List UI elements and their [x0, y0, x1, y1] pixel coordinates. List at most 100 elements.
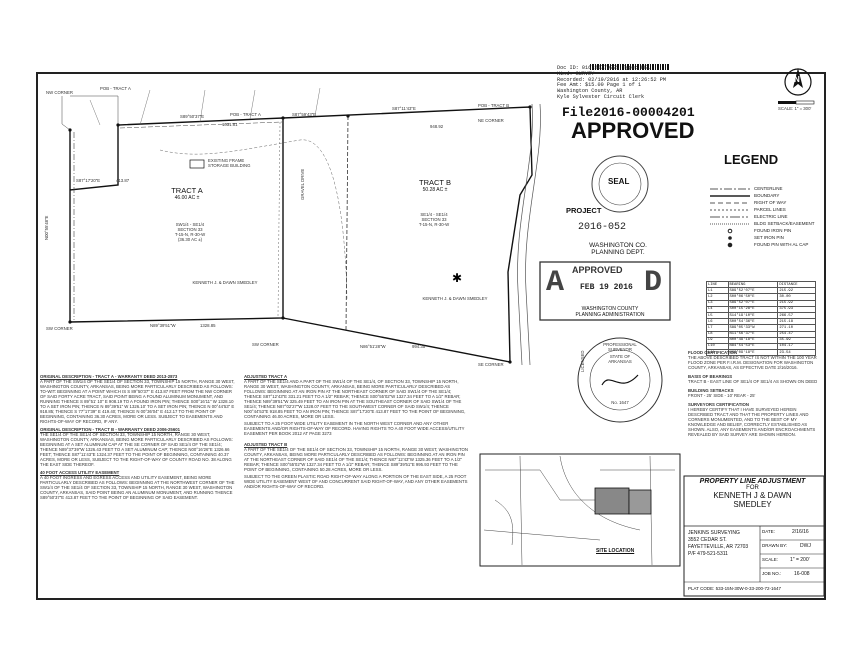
se-corner: SE CORNER	[478, 362, 504, 367]
project-number: 2016-052	[578, 222, 627, 233]
tract-a-sub1: SW1/4 - SE1/4	[175, 222, 205, 227]
legend-item-3: PARCEL LINES	[754, 207, 786, 212]
basis-title: BASIS OF BEARINGS	[688, 374, 733, 379]
orig-a-body: A PART OF THE SW1/4 OF THE SE1/4 OF SECT…	[40, 379, 235, 424]
tract-b-area: 50.28 AC ±	[422, 187, 448, 193]
site-location-map	[479, 453, 681, 567]
pob-tract-b: POB - TRACT B	[478, 103, 510, 108]
storage-building-note: EXISTING FRAME STORAGE BUILDING	[208, 158, 251, 168]
title-block-text: PROPERTY LINE ADJUSTMENT FOR KENNETH J &…	[685, 478, 820, 509]
title-line4: SMEDLEY	[733, 500, 772, 509]
tract-a-section: SW1/4 - SE1/4 SECTION 33 T-15-N, R-30-W …	[170, 222, 210, 242]
bearing-top-2: S87°59'43"E	[292, 112, 317, 117]
approved-date-a: A	[546, 266, 565, 300]
tract-a-sub4: (36.30 AC ±)	[177, 237, 203, 242]
title-line1: PROPERTY LINE ADJUSTMENT	[699, 478, 806, 485]
distance-top-3: 948.92	[430, 124, 444, 129]
city-seal-stamp	[591, 155, 649, 213]
approved-date-word: APPROVED	[572, 265, 623, 275]
approved-word-left: APPR	[572, 265, 598, 275]
title-line3: KENNETH J & DAWN	[713, 491, 792, 500]
title-line2: FOR	[746, 485, 759, 491]
title-block	[683, 475, 825, 597]
approved-stamp: APPROVED	[571, 118, 695, 143]
bearing-mid: S87°17'20"E	[76, 178, 101, 183]
tract-b-sub3: T-15-N, R-30-W	[418, 222, 450, 227]
legend-item-4: ELECTRIC LINE	[754, 214, 788, 219]
pob-tract-a-easement: POB - TRACT A	[100, 86, 131, 91]
easement-body: A 40 FOOT INGRESS AND EGRESS ACCESS AND …	[40, 475, 235, 500]
tract-b-section: SE1/4 - SE1/4 SECTION 33 T-15-N, R-30-W	[412, 212, 456, 227]
approved-date: FEB 19 2016	[580, 283, 633, 292]
distance-bottom-1: 1328.85	[200, 323, 216, 328]
bearing-left: N00°55'48"E	[44, 215, 49, 240]
flood-body: THE ABOVE DESCRIBED TRACT IS NOT WITHIN …	[688, 355, 817, 370]
distance-mid: 413.87	[116, 178, 130, 183]
approved-admin2: PLANNING ADMINISTRATION	[575, 312, 645, 318]
tract-b-label: TRACT B 50.28 AC ±	[400, 178, 470, 193]
tract-a-sub3: T-15-N, R-30-W	[174, 232, 206, 237]
adj-b-sub: SUBJECT TO THE GREEN PLASTIC ROAD RIGHT-…	[244, 474, 468, 489]
scale-label: SCALE: 1" = 300'	[778, 106, 812, 111]
legend-item-1: BOUNDARY	[754, 193, 780, 198]
tract-a-sub2: SECTION 33	[177, 227, 203, 232]
easement-title: 40 FOOT ACCESS UTILITY EASEMENT	[40, 470, 120, 475]
svg-text:✱: ✱	[452, 271, 462, 285]
seal-number: No. 1647	[611, 400, 629, 405]
scale-block-label: SCALE:	[762, 557, 779, 562]
adj-b-body: A PART OF THE SE1/4 OF THE SE1/4 OF SECT…	[244, 447, 468, 472]
distance-bottom-2: 994.35	[412, 344, 426, 349]
legend-item-2: RIGHT OF WAY	[754, 200, 787, 205]
seal-label: SEAL	[608, 177, 630, 186]
clerk: Kyle Sylvester Circuit Clerk	[557, 93, 645, 100]
storage-building	[189, 159, 205, 169]
ne-corner: NE CORNER	[478, 118, 504, 123]
company-phone: P/F 479-521-5311	[688, 551, 728, 557]
company-city: FAYETTEVILLE, AR 72703	[688, 544, 749, 550]
project-label: PROJECT	[566, 206, 602, 215]
recording-barcode	[590, 64, 670, 70]
legend-item-0: CENTERLINE	[754, 186, 783, 191]
tract-b-sub2: SECTION 33	[421, 217, 447, 222]
owner-block-a: KENNETH J. & DAWN SMEDLEY	[192, 280, 258, 285]
setback-title: BUILDING SETBACKS	[688, 388, 734, 393]
owner-block-b: KENNETH J. & DAWN SMEDLEY	[422, 296, 488, 301]
surveyor-seal	[577, 337, 663, 423]
bearing-top-3: S87°11'43"E	[392, 106, 416, 111]
doc-id: Doc ID: 016726770005 Type: REL	[557, 65, 651, 71]
legend-item-5: BLDG SETBACK/EASEMENT	[754, 221, 815, 226]
description-column-left: ORIGINAL DESCRIPTION - TRACT A - WARRANT…	[40, 374, 235, 500]
pob-tract-a: POB - TRACT A	[230, 112, 261, 117]
survey-title: SURVEYORS CERTIFICATION	[688, 402, 749, 407]
county: Washington County, AR	[557, 88, 623, 95]
adj-b-title: ADJUSTED TRACT B	[244, 442, 288, 447]
north-label: N	[794, 75, 800, 84]
basis-body: TRACT B - EAST LINE OF SE1/4 OF SE1/4 AS…	[688, 379, 818, 384]
legend-item-6: FOUND IRON PIN	[754, 228, 792, 233]
setback-body: FRONT - 25' SIDE - 10' REAR - 25'	[688, 393, 756, 398]
company-street: 3552 CEDAR ST.	[688, 537, 727, 543]
orig-a-title: ORIGINAL DESCRIPTION - TRACT A - WARRANT…	[40, 374, 178, 379]
job-label: JOB NO.:	[762, 571, 782, 576]
right-notes: FLOOD CERTIFICATION THE ABOVE DESCRIBED …	[688, 350, 818, 437]
planning-line1: WASHINGTON CO.	[589, 242, 647, 249]
description-column-middle: ADJUSTED TRACT A A PART OF THE SE1/4 AND…	[244, 374, 469, 489]
gravel-drive-note: GRAVEL DRIVE	[300, 168, 305, 200]
sw-corner: SW CORNER	[46, 326, 73, 331]
planning-dept-stamp: WASHINGTON CO. PLANNING DEPT.	[578, 242, 658, 256]
scale-block-value: 1" = 200'	[790, 557, 810, 563]
recorded: Recorded: 02/19/2016 at 12:26:52 PM	[557, 76, 666, 83]
bearing-bottom-2: N86°51'28"W	[360, 344, 386, 349]
legend-title: LEGEND	[724, 152, 779, 167]
file-number: File2016-00004201	[562, 105, 695, 120]
site-location-label: SITE LOCATION	[596, 548, 635, 554]
nw-corner: NW CORNER	[46, 90, 73, 95]
drawn-label: DRAWN BY:	[762, 543, 788, 548]
bearing-top-1: S89°50'37"E	[180, 114, 205, 119]
date-label: DATE:	[762, 529, 775, 534]
tract-a-area: 46.00 AC ±	[174, 195, 200, 201]
orig-b-body: THE SE1/4 OF THE SE1/4 OF SECTION 33, TO…	[40, 432, 233, 467]
